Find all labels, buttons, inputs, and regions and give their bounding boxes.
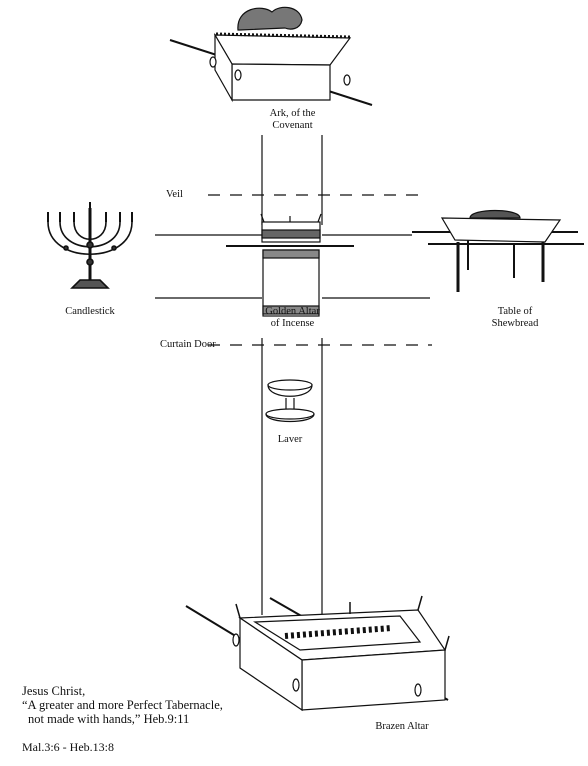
brazen-altar-label: Brazen Altar <box>375 721 429 732</box>
candlestick-illustration <box>47 202 133 289</box>
ark-of-covenant-illustration <box>169 6 373 106</box>
ark-label: Ark, of the Covenant <box>250 108 335 132</box>
caption-line3: not made with hands,” Heb.9:11 <box>28 712 190 726</box>
laver-label: Laver <box>277 434 303 445</box>
ark-label-line1: Ark, of the <box>269 108 316 119</box>
golden-altar-label-line1: Golden Altar <box>265 306 320 317</box>
caption-line2: “A greater and more Perfect Tabernacle, <box>22 698 223 712</box>
laver-illustration <box>265 379 315 423</box>
table-label: Table of Shewbread <box>475 306 555 330</box>
caption-line1: Jesus Christ, <box>22 684 86 698</box>
caption-quote: Jesus Christ, “A greater and more Perfec… <box>22 684 223 726</box>
veil-label: Veil <box>166 189 183 200</box>
golden-altar-illustration <box>226 213 354 317</box>
candlestick-label: Candlestick <box>65 306 115 317</box>
golden-altar-label-line2: of Incense <box>270 318 315 329</box>
table-label-line2: Shewbread <box>491 318 539 329</box>
table-label-line1: Table of <box>497 306 533 317</box>
curtain-door-label: Curtain Door <box>160 339 216 350</box>
table-of-shewbread-illustration <box>412 209 584 292</box>
brazen-altar-illustration <box>185 595 450 712</box>
golden-altar-label: Golden Altar of Incense <box>250 306 335 330</box>
ark-label-line2: Covenant <box>272 120 313 131</box>
scripture-reference: Mal.3:6 - Heb.13:8 <box>22 740 114 754</box>
